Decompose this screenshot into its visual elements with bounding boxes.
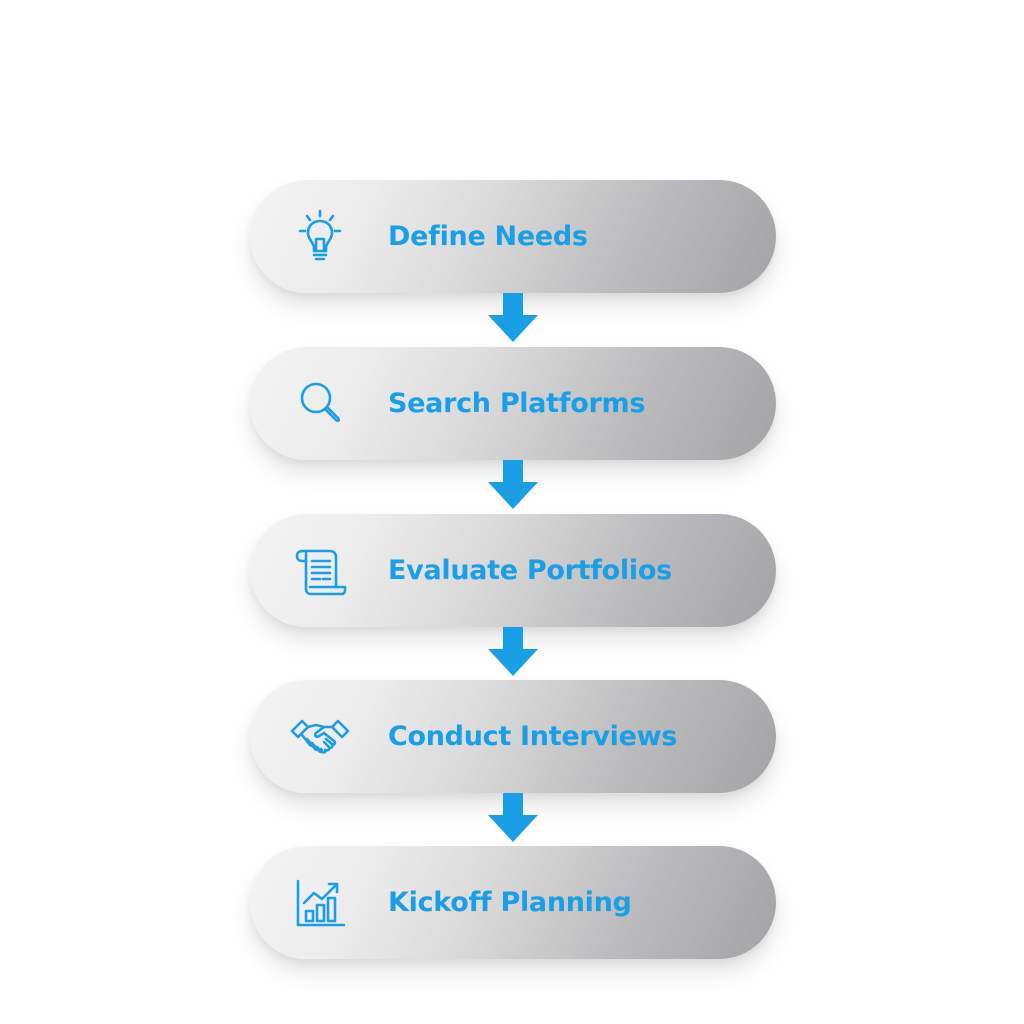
step-label: Evaluate Portfolios xyxy=(388,554,672,586)
step-evaluate-portfolios: Evaluate Portfolios xyxy=(250,514,776,627)
step-label: Search Platforms xyxy=(388,387,646,419)
growth-chart-icon xyxy=(288,871,352,935)
scroll-document-icon xyxy=(288,539,352,603)
step-label: Kickoff Planning xyxy=(388,886,632,918)
step-kickoff-planning: Kickoff Planning xyxy=(250,846,776,959)
step-define-needs: Define Needs xyxy=(250,180,776,293)
magnifier-icon xyxy=(288,372,352,436)
arrow-down-icon xyxy=(486,793,540,843)
step-search-platforms: Search Platforms xyxy=(250,347,776,460)
lightbulb-icon xyxy=(288,205,352,269)
step-label: Define Needs xyxy=(388,220,588,252)
arrow-down-icon xyxy=(486,293,540,343)
step-conduct-interviews: Conduct Interviews xyxy=(250,680,776,793)
arrow-down-icon xyxy=(486,627,540,677)
step-label: Conduct Interviews xyxy=(388,720,678,752)
arrow-down-icon xyxy=(486,460,540,510)
handshake-icon xyxy=(288,705,352,769)
